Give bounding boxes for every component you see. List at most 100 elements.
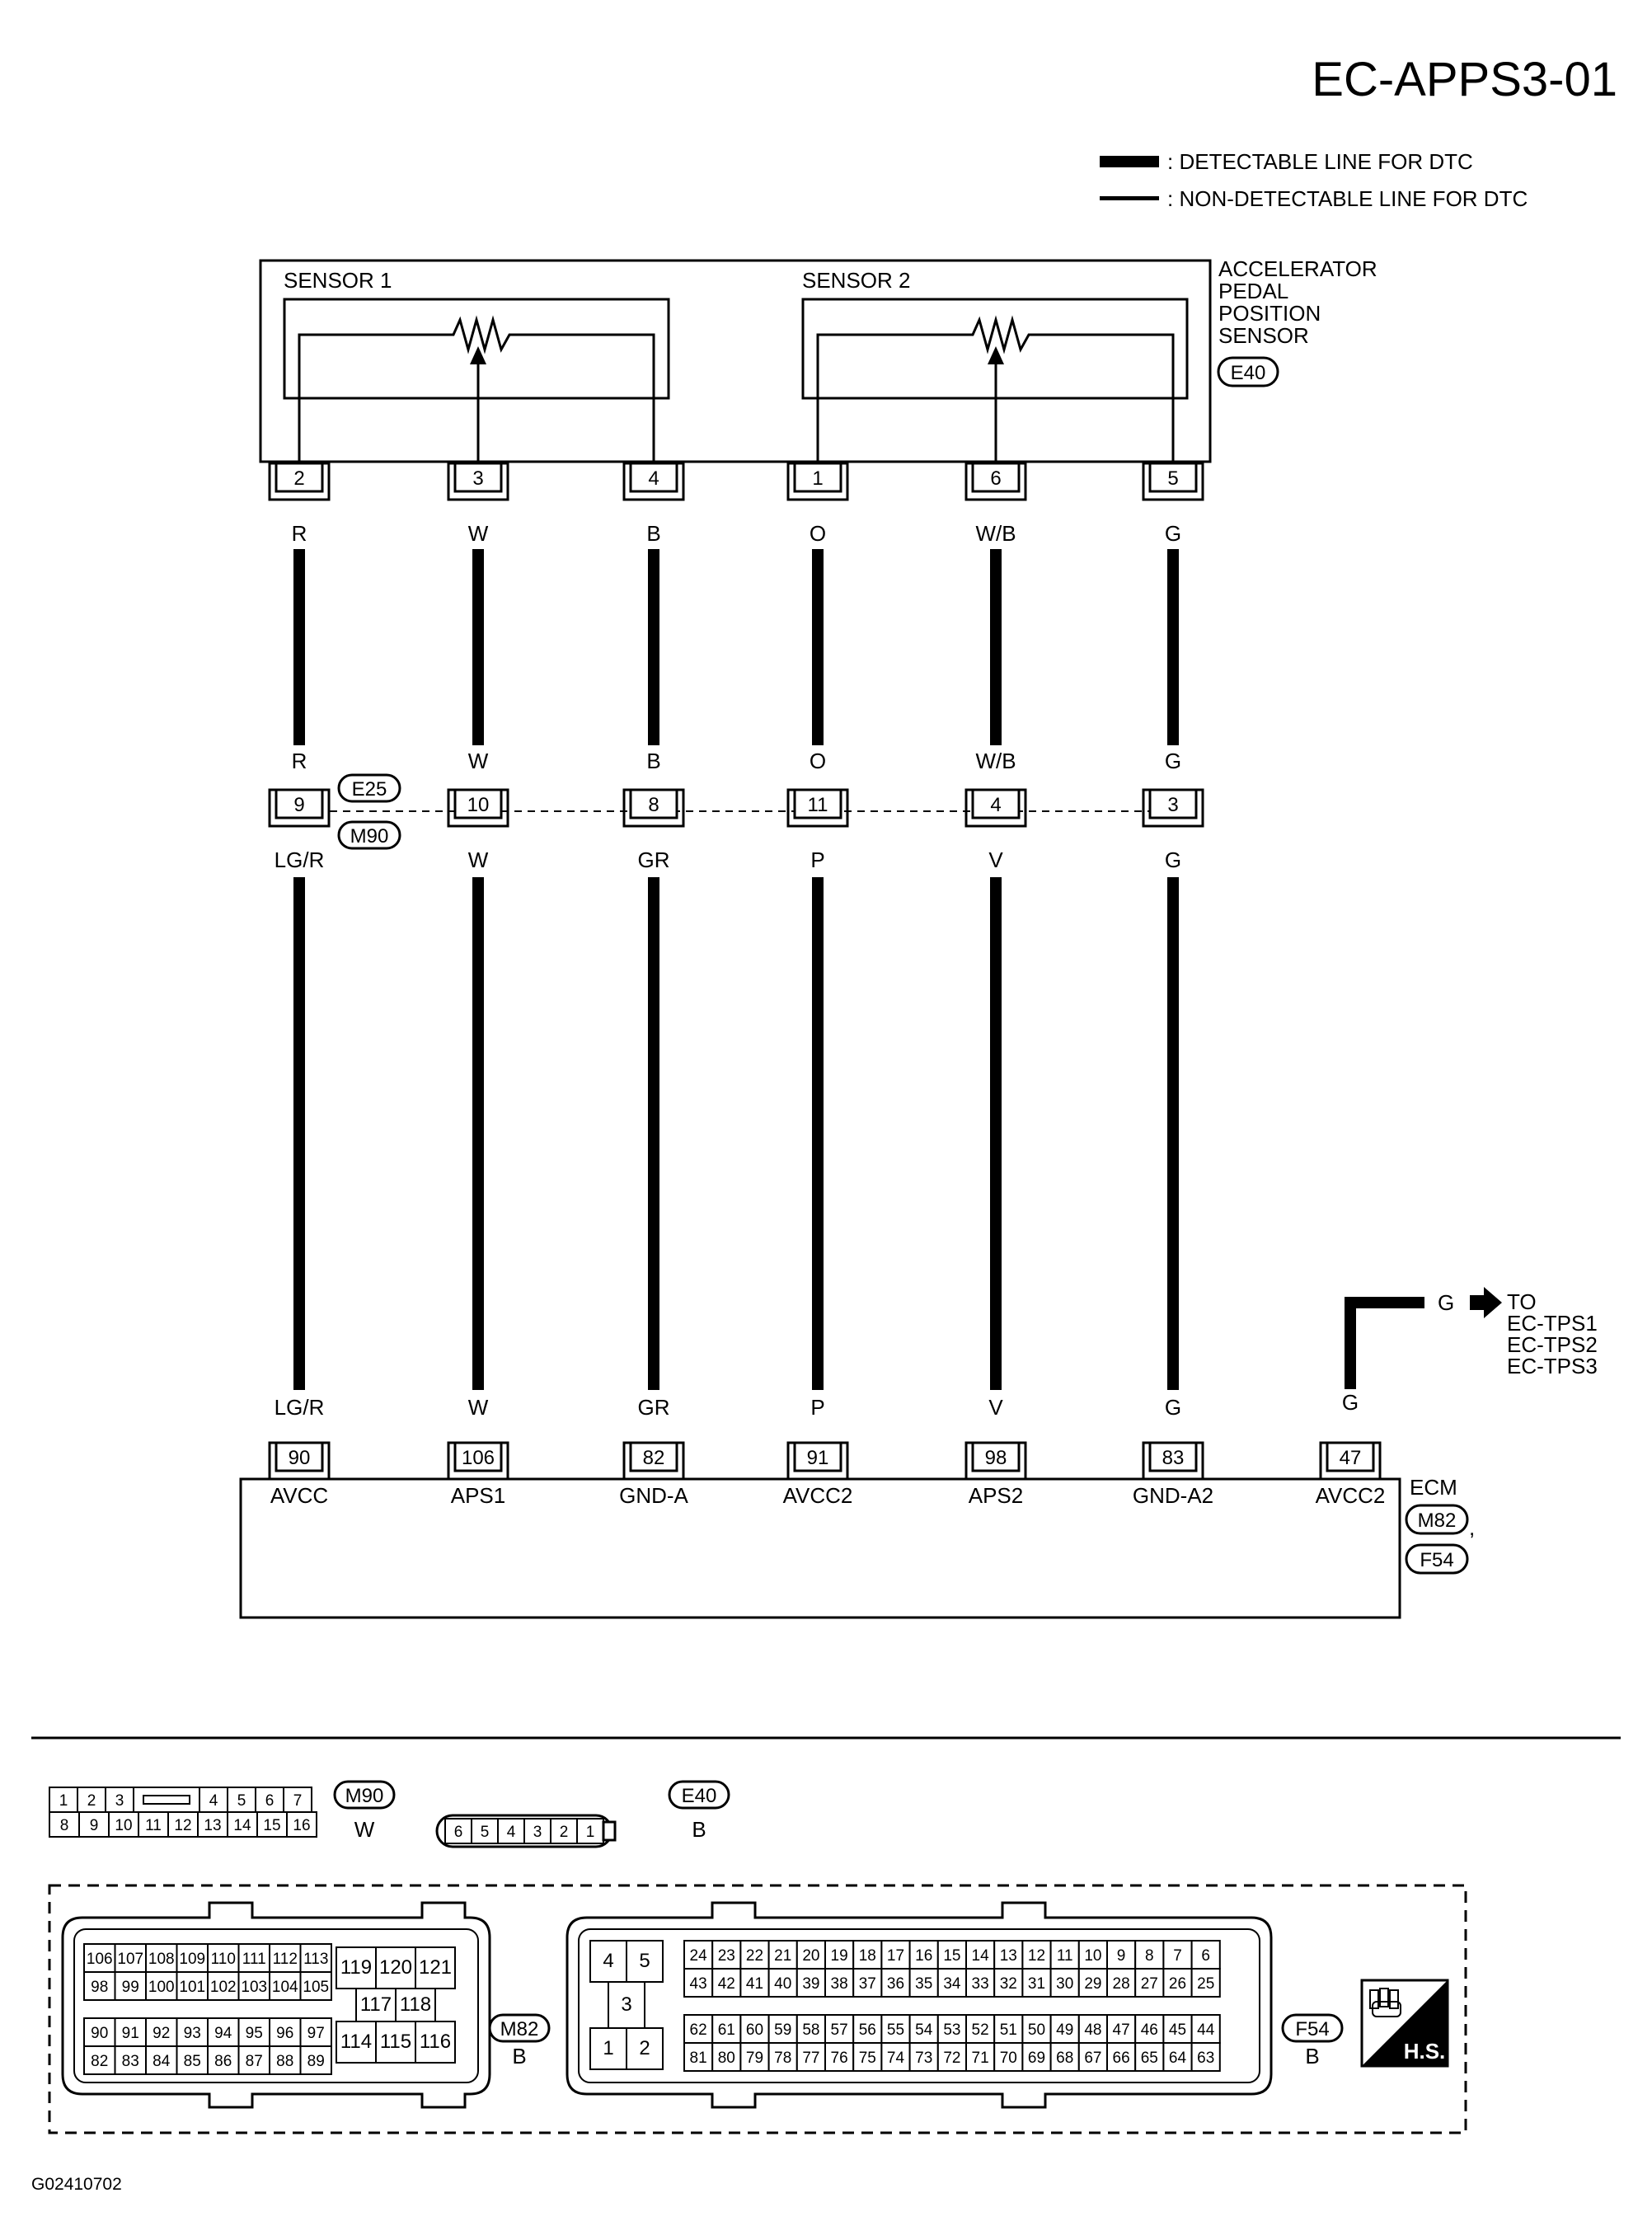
m90-pin-13: 13 xyxy=(204,1817,221,1834)
sensor-name-line-3: POSITION xyxy=(1218,301,1321,326)
m82-pin-91: 91 xyxy=(122,2025,139,2042)
wire-color-mid-top-3: B xyxy=(646,749,660,773)
m82-pin-108: 108 xyxy=(148,1951,175,1968)
sensor-connector-badge xyxy=(1217,356,1279,387)
f54-pin-35-cell xyxy=(908,1968,939,1998)
e40-pin-2-cell xyxy=(550,1818,578,1844)
wire-color-ecm-1: LG/R xyxy=(275,1395,325,1420)
f54-pin-52: 52 xyxy=(972,2021,989,2039)
f54-pin-36: 36 xyxy=(887,1975,904,1993)
m82-pin-117: 117 xyxy=(360,1993,392,2016)
f54-pin-4-cell xyxy=(589,1940,627,1983)
wire-color-mid-bottom-6: G xyxy=(1165,848,1181,872)
m82-pin-94: 94 xyxy=(214,2025,232,2042)
joint-upper-badge xyxy=(337,773,401,803)
f54-pin-61: 61 xyxy=(718,2021,735,2039)
f54-pin-75: 75 xyxy=(859,2050,876,2067)
m82-pin-89-cell xyxy=(299,2045,332,2075)
m90-color: W xyxy=(354,1817,375,1842)
joint-pin-5-number: 4 xyxy=(990,794,1001,816)
f54-pin-60: 60 xyxy=(746,2021,763,2039)
wire-color-mid-bottom-4: P xyxy=(810,848,824,872)
f54-pin-46: 46 xyxy=(1141,2021,1158,2039)
f54-pin-75-cell xyxy=(852,2042,883,2072)
m82-pin-92: 92 xyxy=(153,2025,170,2042)
m82-pin-103: 103 xyxy=(241,1979,267,1996)
m82-pin-100-cell xyxy=(145,1971,178,2001)
f54-pin-49: 49 xyxy=(1056,2021,1073,2039)
f54-pin-71: 71 xyxy=(972,2050,989,2067)
sensor-pin-5: 6 xyxy=(964,462,1027,501)
legend: : DETECTABLE LINE FOR DTC : NON-DETECTAB… xyxy=(1100,149,1528,211)
ecm-connector-separator: , xyxy=(1469,1515,1475,1540)
m82-pin-101-cell xyxy=(176,1971,209,2001)
e40-pin-4: 4 xyxy=(507,1824,516,1841)
f54-pin-12: 12 xyxy=(1028,1947,1045,1965)
sensor1-box xyxy=(283,298,670,400)
hand-icon xyxy=(1369,1988,1401,2017)
m82-pin-117-cell xyxy=(355,1988,397,2022)
ecm-pin-47: 47 xyxy=(1319,1441,1382,1481)
m90-pin-7: 7 xyxy=(293,1792,303,1810)
joint-pin-4: 11 xyxy=(786,788,849,828)
f54-pin-77-cell xyxy=(795,2042,826,2072)
ecm-pin-2: 106 xyxy=(447,1441,509,1481)
sensor-pin-1: 2 xyxy=(268,462,331,501)
ecm-connector-1-id: M82 xyxy=(1418,1510,1457,1532)
m82-pin-86: 86 xyxy=(214,2053,232,2070)
joint-pin-3-cavity xyxy=(629,788,678,819)
ecm-pin-47-cavity xyxy=(1326,1441,1375,1472)
joint-pin-2-number: 10 xyxy=(467,794,490,816)
m90-pin-15: 15 xyxy=(263,1817,280,1834)
wire-color-top-6: G xyxy=(1165,521,1181,546)
wire-color-top-3: B xyxy=(646,521,660,546)
f54-pin-62: 62 xyxy=(690,2021,707,2039)
sensor1-wiper-arrow xyxy=(470,346,486,364)
joint-pin-1-number: 9 xyxy=(293,794,304,816)
f54-pin-37: 37 xyxy=(859,1975,876,1993)
wire-color-ecm-2: W xyxy=(468,1395,489,1420)
joint-pin-5: 4 xyxy=(964,788,1027,828)
sensor1-resistor-circuit xyxy=(298,315,655,463)
f54-pin-7: 7 xyxy=(1173,1947,1182,1965)
m82-pin-118: 118 xyxy=(400,1993,431,2016)
f54-pin-56-cell xyxy=(852,2014,883,2044)
ecm-terminal-name-6: GND-A2 xyxy=(1133,1483,1213,1508)
f54-pin-44-cell xyxy=(1190,2014,1221,2044)
m82-pin-94-cell xyxy=(207,2017,240,2047)
tps-branch-wire xyxy=(1345,1297,1424,1389)
f54-pin-80: 80 xyxy=(718,2050,735,2067)
joint-lower-id: M90 xyxy=(350,825,389,848)
m90-pin-16: 16 xyxy=(293,1817,310,1834)
f54-pin-72: 72 xyxy=(943,2050,960,2067)
f54-pin-19: 19 xyxy=(831,1947,848,1965)
f54-color: B xyxy=(1305,2044,1319,2068)
f54-pin-63: 63 xyxy=(1197,2050,1214,2067)
m90-pin-4: 4 xyxy=(209,1792,218,1810)
m82-inner xyxy=(73,1928,479,2083)
f54-pin-24-cell xyxy=(683,1940,714,1970)
m82-pin-112: 112 xyxy=(273,1951,298,1968)
ecm-pin-6-cavity xyxy=(1148,1441,1198,1472)
m82-pin-87: 87 xyxy=(246,2053,263,2070)
m90-id: M90 xyxy=(345,1785,384,1807)
f54-badge xyxy=(1281,2013,1344,2043)
wires: 2RR9LG/RLG/R90AVCC3WW10WW106APS14BB8GRGR… xyxy=(268,462,1385,1508)
f54-pin-31: 31 xyxy=(1028,1975,1045,1993)
m90-pin-10: 10 xyxy=(115,1817,132,1834)
f54-pin-51: 51 xyxy=(1000,2021,1017,2039)
f54-pin-42-cell xyxy=(711,1968,742,1998)
m82-pin-89: 89 xyxy=(307,2053,325,2070)
m82-badge xyxy=(488,2013,551,2043)
f54-pin-21: 21 xyxy=(774,1947,791,1965)
joint-pin-4-cavity xyxy=(793,788,842,819)
figure-id: G02410702 xyxy=(31,2175,122,2194)
m90-pin-8: 8 xyxy=(60,1817,69,1834)
m82-pin-118-cell xyxy=(395,1988,436,2022)
sensor-pin-4-cavity xyxy=(793,462,842,493)
m90-pin-5-cell xyxy=(227,1787,256,1813)
